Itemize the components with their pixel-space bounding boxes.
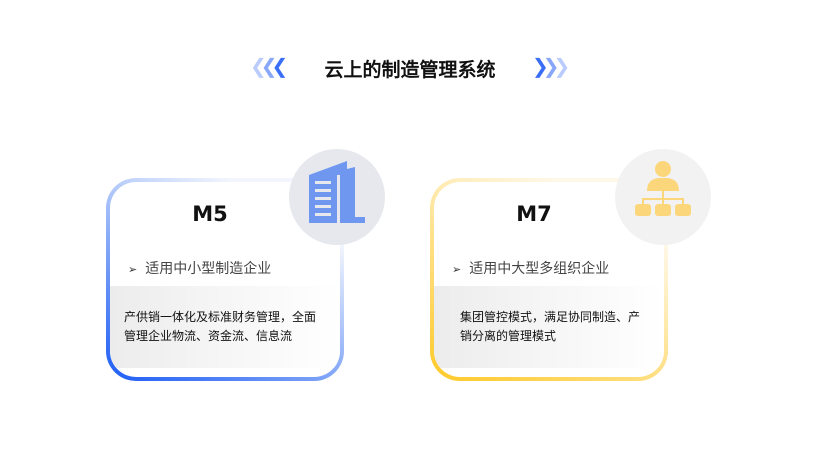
building-icon [309,161,365,223]
page-title: 云上的制造管理系统 [324,59,496,81]
card-subtitle: ➢ 适用中大型多组织企业 [452,258,609,278]
card-description: 集团管控模式，满足协同制造、产销分离的管理模式 [460,310,641,343]
card-description: 产供销一体化及标准财务管理，全面管理企业物流、资金流、信息流 [124,310,317,343]
card-title: M5 [192,202,228,226]
chevrons-right-decoration: ❯❯❯ [532,54,570,78]
card-subtitle: ➢ 适用中小型制造企业 [128,258,271,278]
description-band [434,286,664,368]
org-chart-icon [635,161,691,216]
card-title: M7 [516,202,552,226]
arrow-icon: ➢ [452,263,462,276]
subtitle-text: 适用中小型制造企业 [145,261,272,277]
description-band [110,286,340,368]
arrow-icon: ➢ [128,263,138,276]
org-icon-circle [615,149,711,245]
subtitle-text: 适用中大型多组织企业 [469,261,610,277]
building-icon-circle [289,149,385,245]
